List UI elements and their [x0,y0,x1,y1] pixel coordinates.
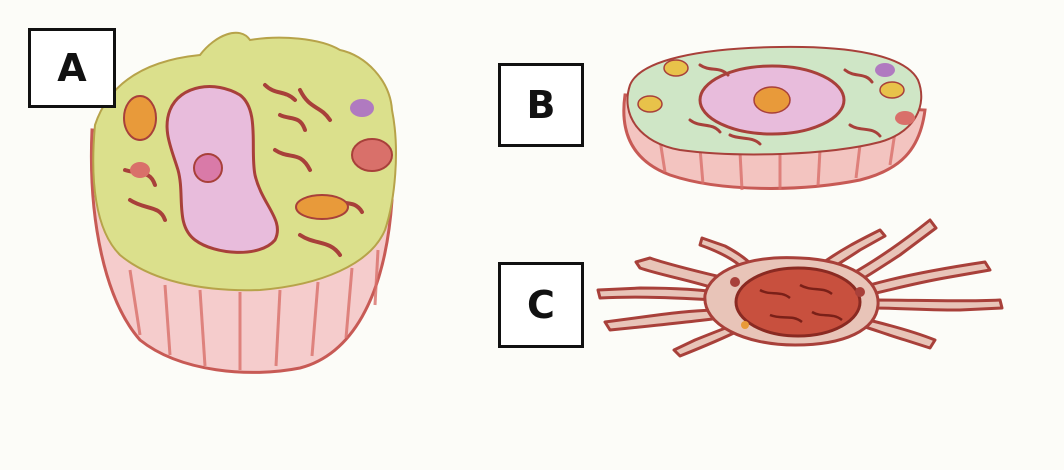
cell-c-dot-3 [741,321,749,329]
cell-c-nucleus [736,268,860,336]
cell-c-dot-1 [730,277,740,287]
label-c: C [498,262,584,348]
label-b: B [498,63,584,147]
label-a: A [28,28,116,108]
cell-c-dot-2 [855,287,865,297]
